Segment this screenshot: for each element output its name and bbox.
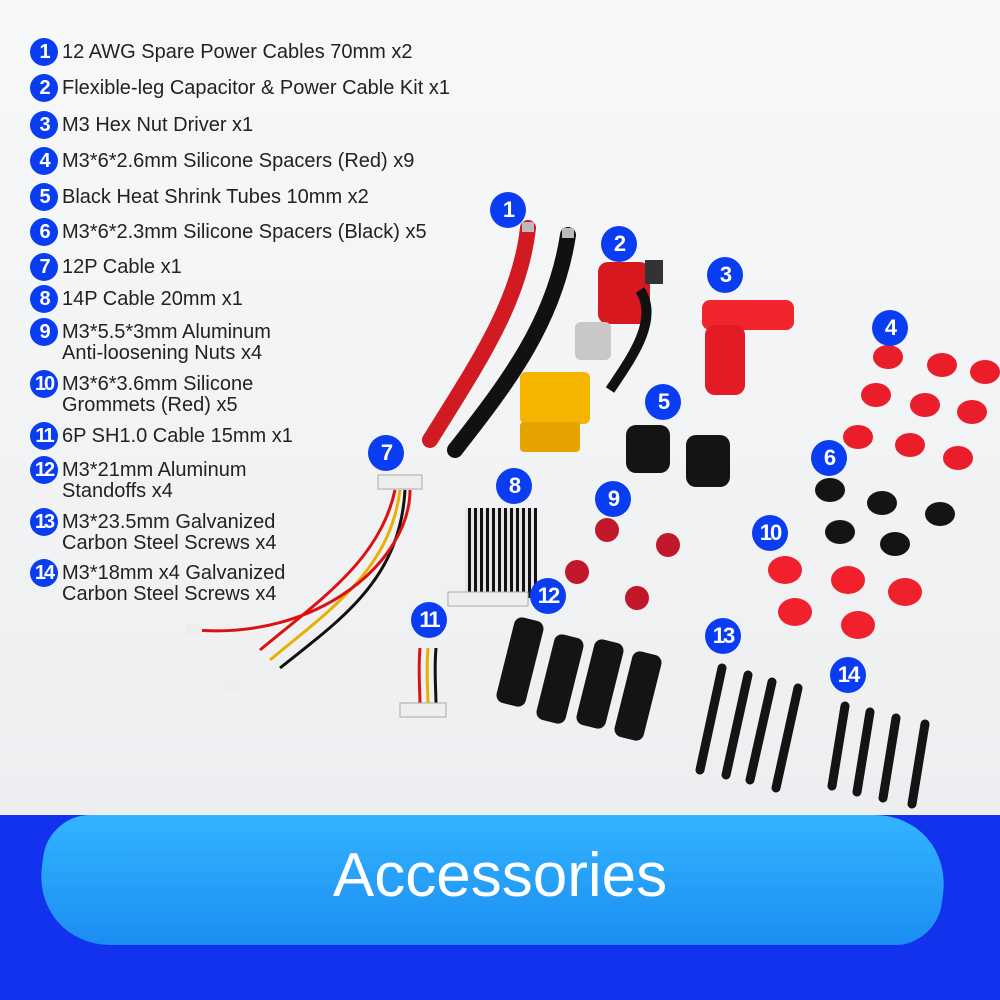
- item-number-badge: 13: [30, 508, 58, 536]
- 12p-cable-image: [186, 474, 423, 692]
- item-number-badge: 8: [30, 285, 58, 313]
- item-number-badge: 11: [30, 422, 58, 450]
- item-label: M3*6*2.3mm Silicone Spacers (Black) x5: [62, 221, 427, 243]
- item-number-badge: 9: [30, 318, 58, 346]
- item-label-line2: Anti-loosening Nuts x4: [62, 342, 263, 364]
- item-label-line2: Carbon Steel Screws x4: [62, 583, 277, 605]
- callout-badge: 7: [368, 435, 404, 471]
- red-spacers-image: [843, 345, 1000, 470]
- callout-badge: 8: [496, 468, 532, 504]
- capacitor-kit-image: [520, 260, 663, 452]
- item-label: M3*21mm Aluminum: [62, 459, 247, 481]
- item-number-badge: 5: [30, 183, 58, 211]
- item-label: Black Heat Shrink Tubes 10mm x2: [62, 186, 369, 208]
- callout-badge: 2: [601, 226, 637, 262]
- callout-badge: 14: [830, 657, 866, 693]
- item-number-badge: 14: [30, 559, 58, 587]
- item-number-badge: 4: [30, 147, 58, 175]
- item-number-badge: 3: [30, 111, 58, 139]
- callout-badge: 3: [707, 257, 743, 293]
- item-label: Flexible-leg Capacitor & Power Cable Kit…: [62, 77, 450, 99]
- item-label: 12P Cable x1: [62, 256, 182, 278]
- banner-title: Accessories: [332, 841, 668, 910]
- callout-badge: 12: [530, 578, 566, 614]
- item-label: M3 Hex Nut Driver x1: [62, 114, 254, 136]
- item-number-badge: 6: [30, 218, 58, 246]
- callout-badge: 6: [811, 440, 847, 476]
- callout-badge: 11: [411, 602, 447, 638]
- item-number-badge: 12: [30, 456, 58, 484]
- item-label: 6P SH1.0 Cable 15mm x1: [62, 425, 293, 447]
- item-number-badge: 10: [30, 370, 58, 398]
- callout-badge: 10: [752, 515, 788, 551]
- 6p-cable-image: [399, 647, 447, 718]
- long-screws-image: [695, 663, 803, 793]
- callout-badge: 1: [490, 192, 526, 228]
- item-label: M3*5.5*3mm Aluminum: [62, 321, 271, 343]
- power-cables-image: [422, 220, 576, 458]
- item-label: M3*18mm x4 Galvanized: [62, 562, 286, 584]
- item-label: M3*6*2.6mm Silicone Spacers (Red) x9: [62, 150, 415, 172]
- callout-badge: 9: [595, 481, 631, 517]
- black-spacers-image: [815, 478, 955, 556]
- red-nuts-image: [565, 518, 680, 610]
- callout-badge: 13: [705, 618, 741, 654]
- item-label: 14P Cable 20mm x1: [62, 288, 243, 310]
- item-label-line2: Grommets (Red) x5: [62, 394, 238, 416]
- item-label-line2: Standoffs x4: [62, 480, 173, 502]
- item-label: M3*23.5mm Galvanized: [62, 511, 276, 533]
- item-label: M3*6*3.6mm Silicone: [62, 373, 254, 395]
- item-number-badge: 2: [30, 74, 58, 102]
- callout-badge: 5: [645, 384, 681, 420]
- red-grommets-image: [768, 556, 922, 639]
- hex-driver-image: [702, 300, 794, 395]
- callout-badge: 4: [872, 310, 908, 346]
- item-number-badge: 7: [30, 253, 58, 281]
- item-label-line2: Carbon Steel Screws x4: [62, 532, 277, 554]
- item-label: 12 AWG Spare Power Cables 70mm x2: [62, 41, 413, 63]
- 14p-cable-image: [447, 508, 537, 607]
- heat-shrink-image: [626, 425, 730, 487]
- accessories-photo: [186, 220, 1000, 809]
- short-screws-image: [827, 701, 930, 809]
- standoffs-image: [496, 617, 662, 741]
- item-number-badge: 1: [30, 38, 58, 66]
